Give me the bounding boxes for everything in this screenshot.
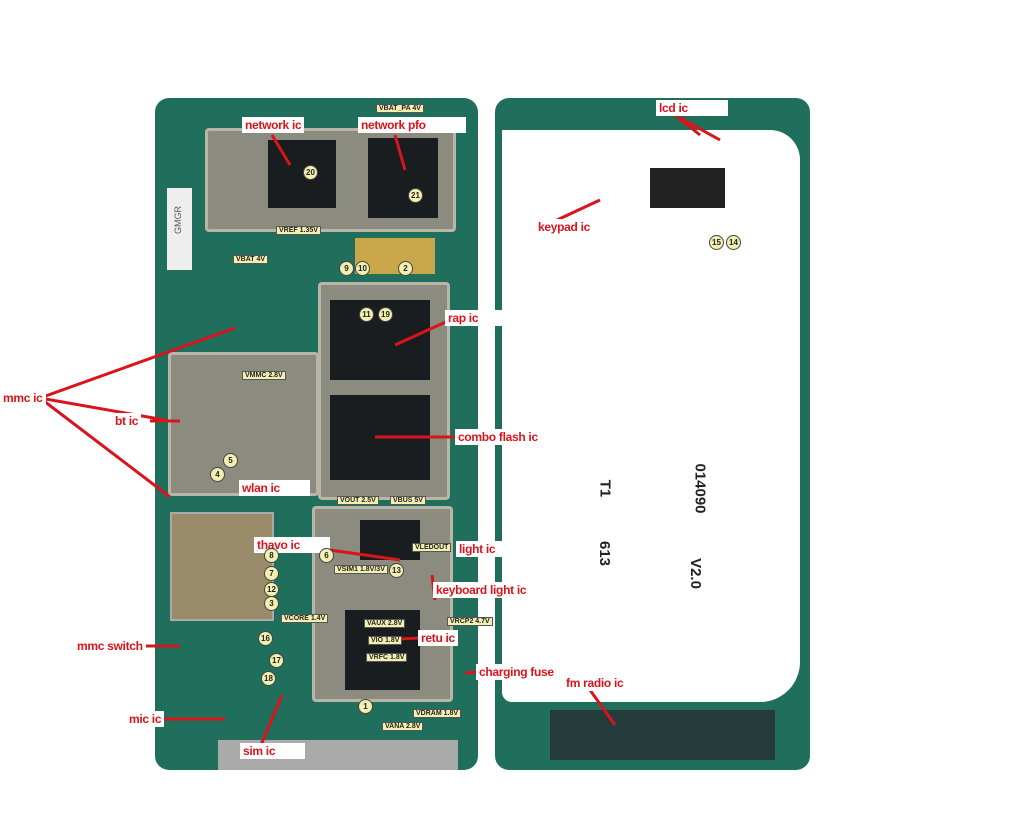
label-network-ic: network ic — [242, 117, 305, 133]
test-point: 19 — [378, 307, 393, 322]
label-mmc-ic: mmc ic — [0, 390, 46, 406]
tag-vledout: VLEDOUT — [412, 543, 452, 552]
label-rap-ic: rap ic — [445, 310, 539, 326]
label-lcd-ic: lcd ic — [656, 100, 728, 116]
label-mic-ic: mic ic — [126, 711, 165, 727]
tag-vaux: VAUX 2.8V — [364, 619, 406, 628]
test-point: 12 — [264, 582, 279, 597]
label-sim-ic: sim ic — [240, 743, 306, 759]
test-point: 9 — [339, 261, 354, 276]
test-point: 14 — [726, 235, 741, 250]
label-network-pfo: network pfo — [358, 117, 466, 133]
network-pfo-chip — [368, 138, 438, 218]
test-point: 16 — [258, 631, 273, 646]
test-point: 21 — [408, 188, 423, 203]
fm-radio-area — [550, 710, 775, 760]
test-point: 7 — [264, 566, 279, 581]
tag-vana: VANA 2.8V — [382, 722, 424, 731]
test-point: 4 — [210, 467, 225, 482]
tag-vmmc: VMMC 2.8V — [242, 371, 286, 380]
tag-vio: VIO 1.8V — [368, 636, 403, 645]
test-point: 5 — [223, 453, 238, 468]
network-chip — [268, 140, 336, 208]
thavo-chip — [360, 520, 420, 560]
test-point: 2 — [398, 261, 413, 276]
test-point: 6 — [319, 548, 334, 563]
test-point: 3 — [264, 596, 279, 611]
label-combo-flash-ic: combo flash ic — [455, 429, 558, 445]
mmc-slot — [170, 512, 274, 621]
label-keyboard-light-ic: keyboard light ic — [433, 582, 547, 598]
test-point: 20 — [303, 165, 318, 180]
label-wlan-ic: wlan ic — [239, 480, 310, 496]
tag-vdram: VDRAM 1.8V — [413, 709, 462, 718]
tag-vref: VREF 1.35V — [276, 226, 321, 235]
lcd-connector — [650, 168, 725, 208]
test-point: 13 — [389, 563, 404, 578]
tag-vbat: VBAT 4V — [233, 255, 269, 264]
test-point: 18 — [261, 671, 276, 686]
label-mmc-switch: mmc switch — [74, 638, 146, 654]
test-point: 10 — [355, 261, 370, 276]
test-point: 11 — [359, 307, 374, 322]
label-keypad-ic: keypad ic — [535, 219, 630, 235]
label-fm-radio-ic: fm radio ic — [563, 675, 664, 691]
test-point: 15 — [709, 235, 724, 250]
label-charging-fuse: charging fuse — [476, 664, 557, 680]
tag-vbus: VBUS 5V — [390, 496, 426, 505]
tag-vsim1: VSIM1 1.8V/3V — [334, 565, 388, 574]
label-light-ic: light ic — [456, 541, 551, 557]
tag-vout: VOUT 2.5V — [337, 496, 379, 505]
test-point: 1 — [358, 699, 373, 714]
test-point: 8 — [264, 548, 279, 563]
tag-vrfc: VRFC 1.8V — [366, 653, 408, 662]
label-bt-ic: bt ic — [112, 413, 142, 429]
white-part: GMGR — [167, 188, 192, 270]
tag-vcore: VCORE 1.4V — [281, 614, 329, 623]
label-retu-ic: retu ic — [418, 630, 458, 646]
tag-vrcp2: VRCP2 4.7V — [447, 617, 493, 626]
tag-vbat-pa: VBAT_PA 4V — [376, 104, 424, 113]
test-point: 17 — [269, 653, 284, 668]
